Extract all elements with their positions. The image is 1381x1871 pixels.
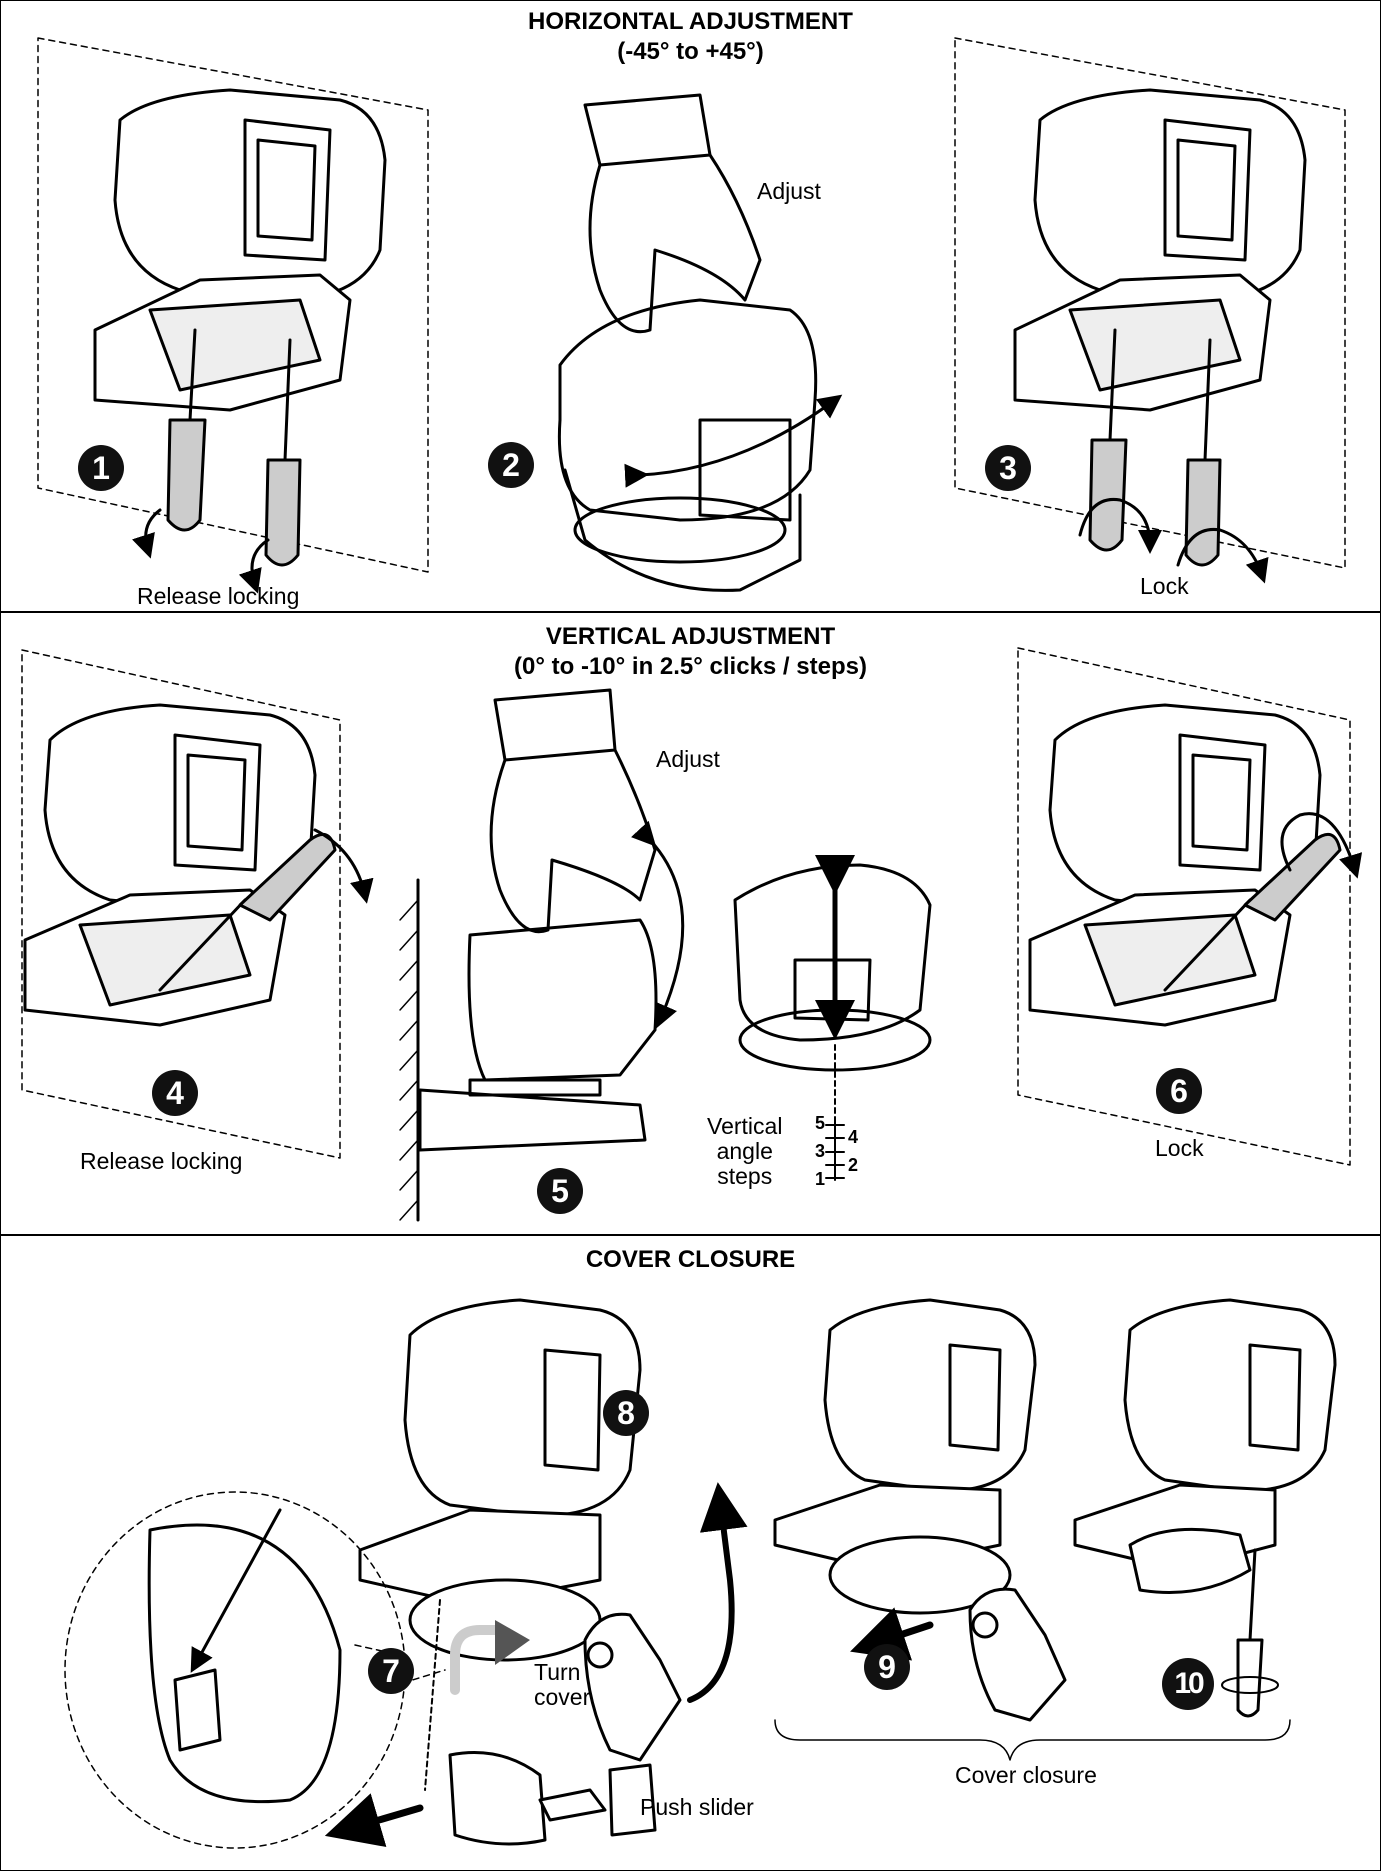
horizontal-adjustment-range: (-45° to +45°) [617, 38, 764, 65]
rotate-arrow-6 [1280, 812, 1363, 879]
wall-plane-4 [21, 649, 341, 1159]
hand-illustration-1 [583, 93, 762, 333]
sensor-illustration-9 [773, 1298, 1037, 1615]
step-number-2: 2 [488, 442, 534, 488]
sensor-illustration-4 [23, 703, 317, 1027]
screwdriver-3a [1088, 328, 1128, 552]
hand-illustration-4 [968, 1587, 1067, 1722]
sensor-illustration-6 [1028, 703, 1322, 1027]
release-locking-label-2: Release locking [80, 1148, 243, 1174]
zoom-pointer-arrow [190, 1508, 282, 1673]
scale-tick-1: 1 [815, 1169, 826, 1189]
section-divider-2 [0, 1234, 1381, 1236]
rotate-arrow-10 [1221, 1676, 1279, 1694]
lock-label-1: Lock [1140, 573, 1189, 599]
closing-arrow [687, 1482, 748, 1703]
turn-cover-arrow-shaft [450, 1625, 505, 1695]
step-number-6: 6 [1156, 1068, 1202, 1114]
rotate-arrow-4 [313, 828, 374, 904]
step-number-1: 1 [78, 445, 124, 491]
slide-arrow [850, 1607, 934, 1661]
vertical-angle-steps-line-2: angle [716, 1138, 773, 1164]
rotate-arrow-1a [132, 508, 162, 559]
vertical-adjustment-range: (0° to -10° in 2.5° clicks / steps) [514, 653, 867, 680]
wall-plane-1 [37, 37, 429, 573]
adjust-label-1: Adjust [757, 178, 821, 204]
slider-illustration [448, 1751, 657, 1846]
turn-cover-line-1: Turn [534, 1659, 581, 1685]
step-number-9: 9 [864, 1644, 910, 1690]
scale-tick-5: 5 [815, 1113, 826, 1133]
hand-illustration-2 [489, 688, 657, 933]
horizontal-rotation-arrow [624, 394, 843, 488]
turn-cover-line-2: cover [534, 1684, 591, 1710]
step-number-8: 8 [603, 1390, 649, 1436]
vertical-angle-steps-line-3: steps [717, 1163, 773, 1189]
sensor-illustration-2 [557, 298, 818, 592]
sensor-illustration-10 [1073, 1298, 1337, 1594]
vertical-angle-steps-label: Vertical angle steps [707, 1114, 782, 1189]
section-divider-1 [0, 611, 1381, 613]
turn-cover-label: Turn cover [534, 1660, 590, 1710]
cover-closure-label: Cover closure [955, 1762, 1097, 1788]
vertical-adjustment-title: VERTICAL ADJUSTMENT [545, 623, 836, 650]
sensor-illustration-5 [418, 918, 658, 1152]
slider-leader-line [424, 1599, 441, 1791]
zoom-detail [147, 1523, 342, 1804]
push-slider-arrow [324, 1793, 424, 1848]
cover-closure-title: COVER CLOSURE [585, 1246, 796, 1273]
step-number-10: 10 [1162, 1658, 1214, 1710]
scale-tick-4: 4 [848, 1127, 859, 1147]
wall-plane-3 [954, 37, 1346, 569]
sensor-illustration-8 [358, 1298, 642, 1662]
screwdriver-3b [1184, 338, 1222, 567]
angle-scale [825, 1121, 845, 1181]
scale-tick-2: 2 [848, 1155, 859, 1175]
wall-plane-6 [1017, 647, 1351, 1166]
sensor-illustration-1 [93, 88, 387, 412]
push-slider-label: Push slider [640, 1794, 754, 1820]
cover-closure-brace [774, 1719, 1291, 1761]
wall-hatching [399, 899, 419, 1221]
sensor-illustration-3 [1013, 88, 1307, 412]
screwdriver-1a [166, 328, 207, 532]
scale-tick-3: 3 [815, 1141, 826, 1161]
rotate-arrow-1b [238, 538, 270, 594]
horizontal-adjustment-title: HORIZONTAL ADJUSTMENT [528, 8, 853, 35]
turn-cover-arrow-head [495, 1620, 530, 1665]
step-number-5: 5 [537, 1168, 583, 1214]
screwdriver-6 [1163, 832, 1342, 992]
rotate-arrow-3b [1176, 527, 1269, 584]
lock-label-2: Lock [1155, 1135, 1204, 1161]
hand-illustration-3 [583, 1612, 682, 1762]
screwdriver-1b [264, 338, 302, 567]
step-number-7: 7 [368, 1648, 414, 1694]
step-number-4: 4 [152, 1070, 198, 1116]
adjust-label-2: Adjust [656, 746, 720, 772]
rotate-arrow-3a [1078, 497, 1162, 554]
vertical-rotation-arrow [631, 820, 685, 1029]
vertical-angle-steps-line-1: Vertical [707, 1113, 783, 1139]
step-number-3: 3 [985, 445, 1031, 491]
release-locking-label-1: Release locking [137, 583, 300, 609]
